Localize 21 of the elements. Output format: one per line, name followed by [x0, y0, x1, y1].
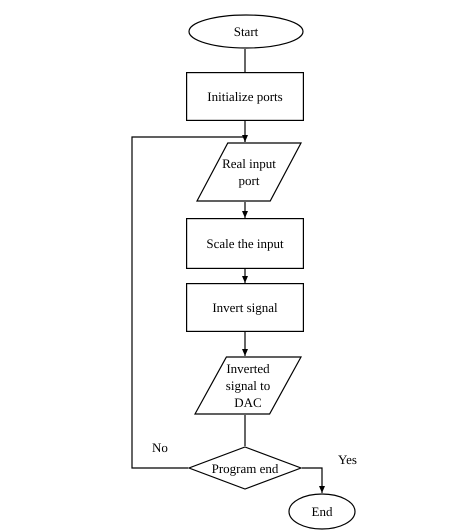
decision-diamond: [188, 446, 302, 490]
io-parallelogram: [194, 356, 302, 415]
terminal-ellipse: [188, 14, 304, 49]
node-label: Scale the input: [206, 235, 284, 252]
arrow: [242, 332, 248, 356]
node-label: Initialize ports: [207, 88, 283, 105]
node-label: Real input port: [221, 155, 277, 189]
node-label: Program end: [212, 460, 278, 476]
node-label: Start: [234, 23, 258, 40]
arrow: [302, 467, 325, 493]
node-label: Inverted signal to DAC: [224, 360, 272, 411]
arrow: [242, 269, 248, 283]
process-box: [186, 283, 304, 332]
process-box: [186, 218, 304, 269]
process-box: [186, 72, 304, 121]
arrow: [131, 135, 248, 469]
node-label: Invert signal: [212, 299, 278, 316]
arrow: [242, 202, 248, 218]
terminal-ellipse: [288, 493, 356, 530]
node-label: End: [312, 503, 332, 520]
io-parallelogram: [196, 142, 302, 202]
